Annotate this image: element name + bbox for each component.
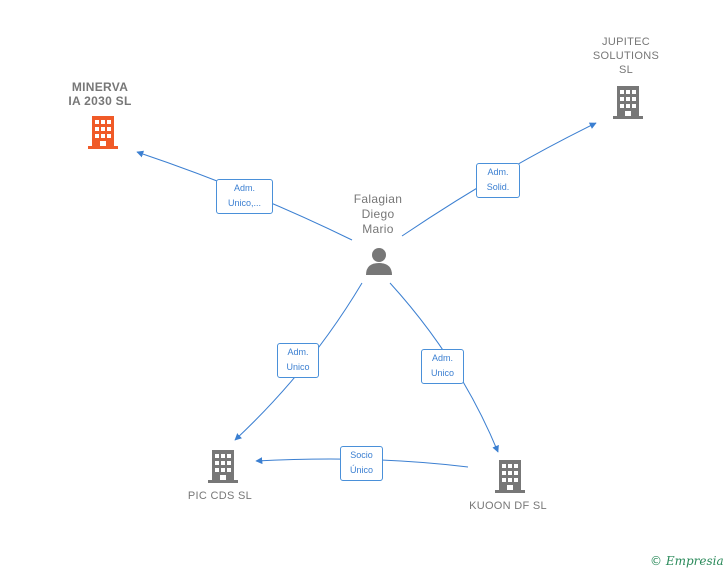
node-label-jupitec[interactable]: JUPITEC SOLUTIONS SL (592, 36, 660, 76)
copyright-symbol: © (650, 554, 662, 568)
edge-label-to-kuoon[interactable]: Adm. Unico (421, 349, 464, 384)
node-label-kuoon[interactable]: KUOON DF SL (469, 500, 547, 512)
edge-label-to-jupitec[interactable]: Adm. Solid. (476, 163, 520, 198)
footer-brand: © Empresia (650, 554, 724, 568)
brand-name: Empresia (665, 554, 724, 568)
building-icon[interactable] (613, 86, 643, 119)
node-label-pic[interactable]: PIC CDS SL (187, 490, 253, 502)
building-icon[interactable] (88, 116, 118, 149)
building-icon[interactable] (495, 460, 525, 493)
edge-label-to-pic[interactable]: Adm. Unico (277, 343, 319, 378)
building-icon[interactable] (208, 450, 238, 483)
node-label-person[interactable]: Falagian Diego Mario (353, 192, 403, 236)
edge-label-kuoon-to-pic[interactable]: Socio Único (340, 446, 383, 481)
node-label-minerva[interactable]: MINERVA IA 2030 SL (68, 80, 132, 108)
edge-label-to-minerva[interactable]: Adm. Unico,... (216, 179, 273, 214)
person-icon[interactable] (366, 248, 392, 275)
